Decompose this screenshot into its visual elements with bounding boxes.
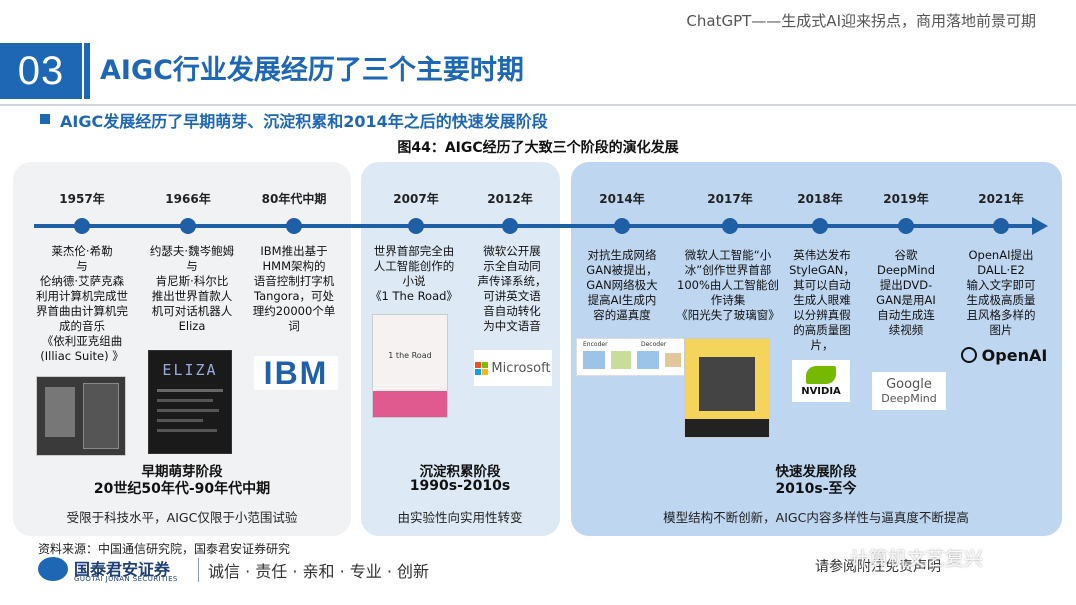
timeline-arrow-icon <box>1032 217 1048 235</box>
figure-title: 图44：AIGC经历了大致三个阶段的演化发展 <box>397 140 679 156</box>
stage-name-rapid: 快速发展阶段 <box>775 464 857 480</box>
stage-note-rapid: 模型结构不断创新，AIGC内容多样性与逼真度不断提高 <box>663 510 969 525</box>
nvidia-logo: NVIDIA <box>792 360 850 402</box>
year-label: 2021年 <box>978 192 1024 206</box>
company-name-cn: 国泰君安证券 <box>74 560 171 579</box>
year-label: 2012年 <box>487 192 533 206</box>
illiac-suite-photo <box>36 376 126 456</box>
event-description-2012: 微软公开展示全自动同声传译系统，可讲英文语音自动转化为中文语音 <box>477 244 547 333</box>
stage-years-rapid: 2010s-至今 <box>775 481 857 497</box>
footer-divider <box>198 558 199 582</box>
year-label: 2018年 <box>797 192 843 206</box>
disclaimer-note: 请参阅附注免责声明 <box>815 559 941 575</box>
timeline-dot-2007 <box>408 218 424 234</box>
timeline-dot-2018 <box>812 218 828 234</box>
report-title: ChatGPT——生成式AI迎来拐点，商用落地前景可期 <box>686 12 1036 30</box>
year-label: 1957年 <box>59 192 105 206</box>
google-deepmind-logo: Google DeepMind <box>872 372 946 410</box>
stage-name-accumulation: 沉淀积累阶段 <box>419 464 501 480</box>
stage-years-early: 20世纪50年代-90年代中期 <box>93 481 271 497</box>
openai-logo: OpenAI <box>958 342 1050 368</box>
year-label: 1966年 <box>165 192 211 206</box>
book-cover-1-the-road: 1 the Road <box>372 314 448 418</box>
timeline-dot-2017 <box>722 218 738 234</box>
year-label: 2017年 <box>707 192 753 206</box>
page-subtitle: AIGC发展经历了早期萌芽、沉淀积累和2014年之后的快速发展阶段 <box>60 112 548 131</box>
event-description-1957: 莱杰伦·希勒与伦纳德·艾萨克森利用计算机完成世界首曲由计算机完成的音乐《依利亚克… <box>36 244 128 363</box>
stage-note-early: 受限于科技水平，AIGC仅限于小范围试验 <box>66 510 298 525</box>
timeline-dot-2014 <box>614 218 630 234</box>
year-label: 2007年 <box>393 192 439 206</box>
timeline-axis <box>34 224 1034 228</box>
eliza-screen: ELIZA <box>148 350 232 454</box>
timeline-dot-2019 <box>898 218 914 234</box>
year-label: 2014年 <box>599 192 645 206</box>
poetry-book-cover <box>684 338 770 438</box>
year-label: 2019年 <box>883 192 929 206</box>
timeline-dot-1957 <box>74 218 90 234</box>
section-number: 03 <box>0 43 82 99</box>
stage-years-accumulation: 1990s-2010s <box>409 478 511 494</box>
microsoft-logo: Microsoft <box>474 350 552 386</box>
company-slogan: 诚信 · 责任 · 亲和 · 专业 · 创新 <box>208 562 430 581</box>
event-description-2007: 世界首部完全由人工智能创作的小说《1 The Road》 <box>370 244 458 303</box>
timeline-dot-2021 <box>993 218 1009 234</box>
watermark-text: 计算机文艺复兴 <box>850 548 984 570</box>
timeline-dot-1966 <box>180 218 196 234</box>
timeline-dot-2012 <box>502 218 518 234</box>
gan-diagram: Encoder Decoder <box>576 338 686 376</box>
source-note: 资料来源：中国通信研究院，国泰君安证券研究 <box>38 542 291 556</box>
stage-note-accumulation: 由实验性向实用性转变 <box>397 510 523 525</box>
page-title: AIGC行业发展经历了三个主要时期 <box>100 55 524 86</box>
ibm-logo: IBM <box>254 355 338 391</box>
bullet-square-icon <box>40 114 50 124</box>
stage-name-early: 早期萌芽阶段 <box>141 464 223 480</box>
company-logo-icon <box>38 557 68 581</box>
company-name-en: GUOTAI JUNAN SECURITIES <box>74 575 178 583</box>
title-divider <box>0 104 1076 106</box>
year-label: 80年代中期 <box>261 192 327 206</box>
section-bar <box>84 43 90 99</box>
timeline-dot-80s <box>286 218 302 234</box>
